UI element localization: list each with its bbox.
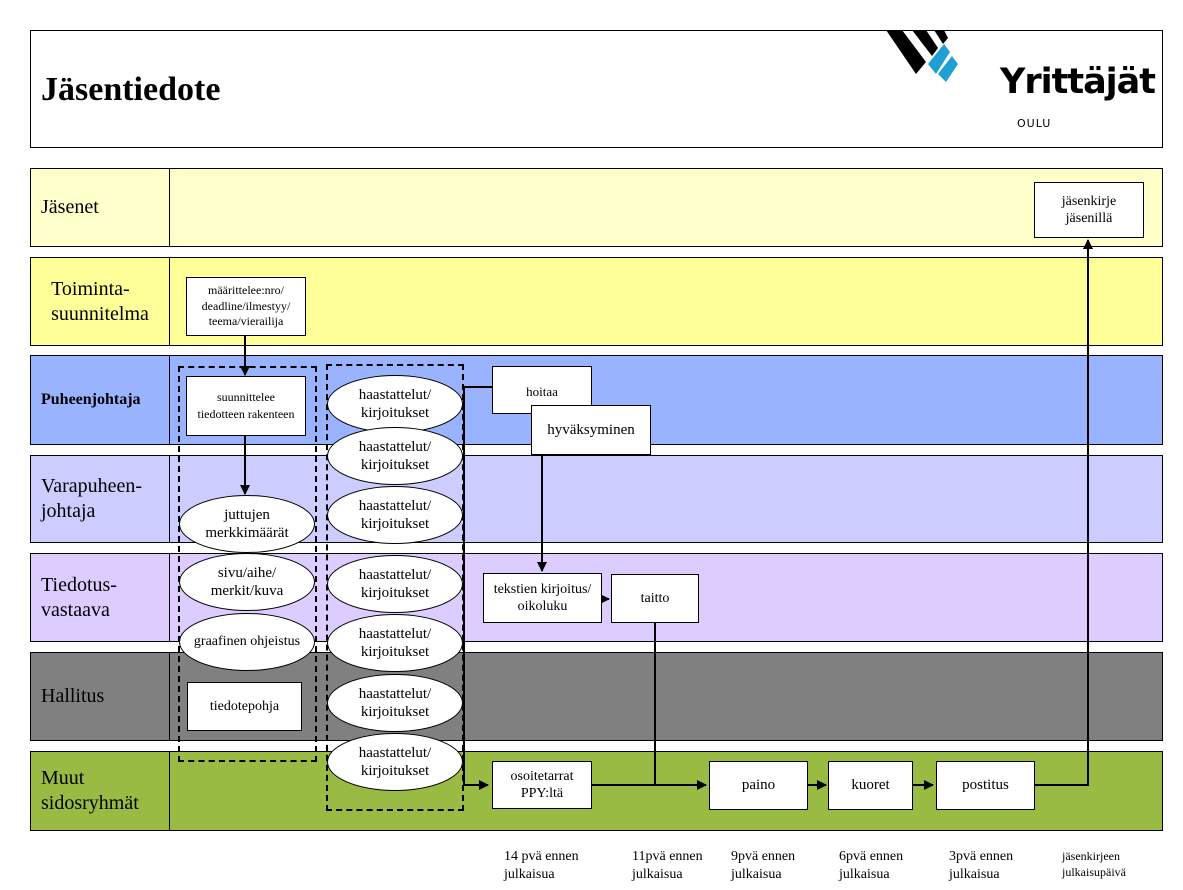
lane-label: Varapuheen- johtaja	[31, 456, 170, 542]
logo-wordmark: Yrittäjät	[1000, 62, 1156, 102]
timeline-14: 14 pvä ennen julkaisua	[504, 849, 579, 882]
timeline-3: 3pvä ennen julkaisua	[949, 849, 1014, 882]
logo-city: OULU	[1017, 117, 1052, 130]
lane-label: Toiminta- suunnitelma	[31, 258, 170, 345]
timeline-11: 11pvä ennen julkaisua	[632, 849, 703, 882]
node-hyvaksyminen: hyväksyminen	[531, 405, 651, 455]
node-haastattelut-4: haastattelut/ kirjoitukset	[327, 555, 463, 613]
node-haastattelut-5: haastattelut/ kirjoitukset	[327, 614, 463, 672]
lane-label: Hallitus	[31, 653, 170, 740]
node-tekstien-kirjoitus: tekstien kirjoitus/ oikoluku	[483, 573, 602, 623]
node-taitto: taitto	[611, 574, 699, 623]
node-jasenkirje: jäsenkirje jäsenillä	[1034, 182, 1144, 238]
header-box: Jäsentiedote	[30, 30, 1163, 148]
node-haastattelut-6: haastattelut/ kirjoitukset	[327, 674, 463, 732]
lane-label: Puheenjohtaja	[31, 356, 170, 444]
lane-label: Muut sidosryhmät	[31, 752, 170, 830]
node-graafinen-ohjeistus: graafinen ohjeistus	[179, 613, 315, 671]
lane-label: Jäsenet	[31, 169, 170, 246]
page-title: Jäsentiedote	[41, 71, 221, 108]
node-paino: paino	[709, 761, 808, 810]
node-haastattelut-3: haastattelut/ kirjoitukset	[327, 486, 463, 544]
lane-jasenet: Jäsenet	[30, 168, 1163, 247]
arrow-writing-osoitetarrat	[463, 386, 492, 790]
node-postitus: postitus	[936, 761, 1035, 810]
node-sivu-aihe: sivu/aihe/ merkit/kuva	[179, 553, 315, 611]
timeline-9: 9pvä ennen julkaisua	[731, 849, 796, 882]
lane-label: Tiedotus- vastaava	[31, 554, 170, 641]
node-tiedotepohja: tiedotepohja	[187, 682, 302, 731]
node-kuoret: kuoret	[828, 761, 913, 810]
node-haastattelut-2: haastattelut/ kirjoitukset	[327, 427, 463, 485]
node-haastattelut-7: haastattelut/ kirjoitukset	[327, 733, 463, 791]
arrow-postitus-jasenkirje	[1035, 239, 1093, 786]
timeline-publication: jäsenkirjeen julkaisupäivä	[1062, 849, 1126, 880]
node-maarittelee: määrittelee:nro/ deadline/ilmestyy/ teem…	[186, 277, 306, 336]
node-juttujen-merkkimaarat: juttujen merkkimäärät	[179, 495, 315, 553]
node-suunnittelee: suunnittelee tiedotteen rakenteen	[186, 376, 306, 436]
timeline-6: 6pvä ennen julkaisua	[839, 849, 904, 882]
yrittajat-logo-mark	[886, 30, 958, 82]
node-osoitetarrat: osoitetarrat PPY:ltä	[492, 761, 592, 809]
node-haastattelut-1: haastattelut/ kirjoitukset	[327, 375, 463, 433]
